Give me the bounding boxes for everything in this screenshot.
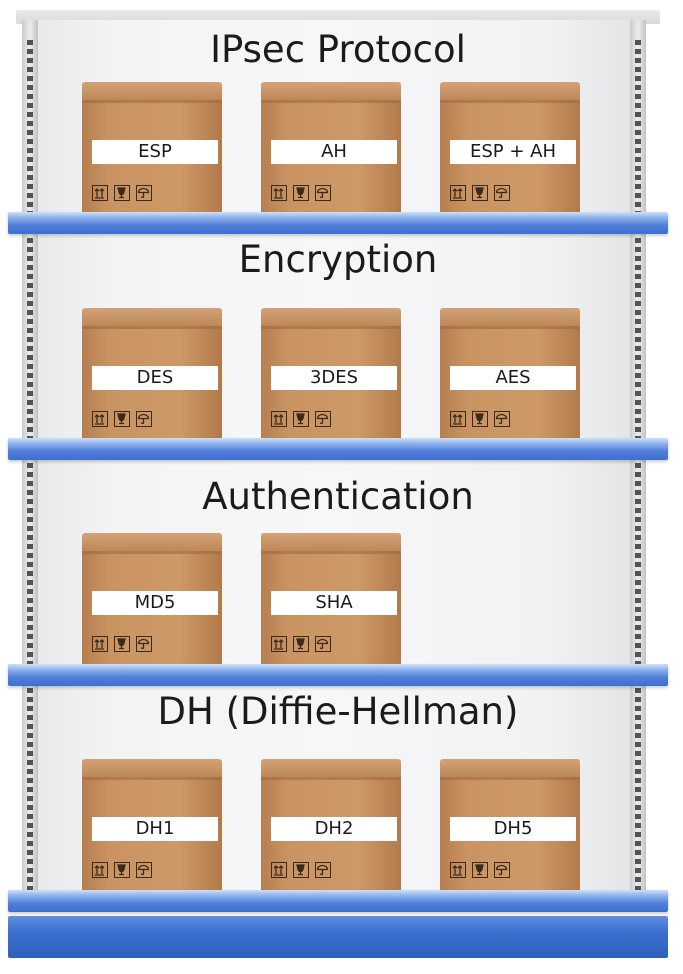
fragile-glass-icon — [472, 185, 488, 201]
section-title-encryption: Encryption — [238, 238, 438, 281]
box-label: SHA — [271, 591, 397, 615]
section-title-authentication: Authentication — [202, 475, 474, 518]
fragile-glass-icon — [472, 862, 488, 878]
box-label: DH2 — [271, 817, 397, 841]
box-label: MD5 — [92, 591, 218, 615]
this-way-up-icon — [92, 411, 108, 427]
this-way-up-icon — [271, 411, 287, 427]
this-way-up-icon — [450, 862, 466, 878]
this-way-up-icon — [271, 862, 287, 878]
keep-dry-umbrella-icon — [315, 636, 331, 652]
box-label: 3DES — [271, 366, 397, 390]
keep-dry-umbrella-icon — [315, 862, 331, 878]
box-label: DH5 — [450, 817, 576, 841]
keep-dry-umbrella-icon — [136, 862, 152, 878]
box-3des: 3DES — [261, 308, 401, 442]
keep-dry-umbrella-icon — [136, 185, 152, 201]
this-way-up-icon — [271, 636, 287, 652]
box-md5: MD5 — [82, 533, 222, 667]
fragile-glass-icon — [472, 411, 488, 427]
box-dh2: DH2 — [261, 759, 401, 893]
fragile-glass-icon — [114, 862, 130, 878]
box-label: AES — [450, 366, 576, 390]
shelf-2 — [8, 438, 668, 460]
section-title-ipsec-protocol: IPsec Protocol — [210, 28, 466, 71]
fragile-glass-icon — [293, 185, 309, 201]
box-des: DES — [82, 308, 222, 442]
keep-dry-umbrella-icon — [136, 636, 152, 652]
box-label: DH1 — [92, 817, 218, 841]
box-label: ESP + AH — [450, 140, 576, 164]
this-way-up-icon — [92, 636, 108, 652]
fragile-glass-icon — [114, 636, 130, 652]
keep-dry-umbrella-icon — [494, 862, 510, 878]
box-esp-ah: ESP + AH — [440, 82, 580, 216]
shelf-1 — [8, 212, 668, 234]
section-title-diffie-hellman: DH (Diffie-Hellman) — [157, 690, 519, 733]
shelf-4 — [8, 890, 668, 912]
keep-dry-umbrella-icon — [136, 411, 152, 427]
keep-dry-umbrella-icon — [494, 411, 510, 427]
shelf-base — [8, 916, 668, 958]
left-upright-post — [22, 20, 38, 905]
right-upright-post — [630, 20, 646, 905]
fragile-glass-icon — [293, 862, 309, 878]
keep-dry-umbrella-icon — [315, 411, 331, 427]
this-way-up-icon — [271, 185, 287, 201]
box-aes: AES — [440, 308, 580, 442]
box-dh1: DH1 — [82, 759, 222, 893]
keep-dry-umbrella-icon — [315, 185, 331, 201]
box-esp: ESP — [82, 82, 222, 216]
fragile-glass-icon — [114, 185, 130, 201]
box-dh5: DH5 — [440, 759, 580, 893]
this-way-up-icon — [450, 185, 466, 201]
fragile-glass-icon — [293, 411, 309, 427]
box-ah: AH — [261, 82, 401, 216]
this-way-up-icon — [450, 411, 466, 427]
box-label: DES — [92, 366, 218, 390]
box-label: ESP — [92, 140, 218, 164]
fragile-glass-icon — [293, 636, 309, 652]
box-label: AH — [271, 140, 397, 164]
box-sha: SHA — [261, 533, 401, 667]
keep-dry-umbrella-icon — [494, 185, 510, 201]
this-way-up-icon — [92, 185, 108, 201]
shelf-3 — [8, 664, 668, 686]
this-way-up-icon — [92, 862, 108, 878]
shelving-unit: IPsec Protocol ESP AH ESP + AH Encryptio… — [8, 10, 668, 968]
fragile-glass-icon — [114, 411, 130, 427]
